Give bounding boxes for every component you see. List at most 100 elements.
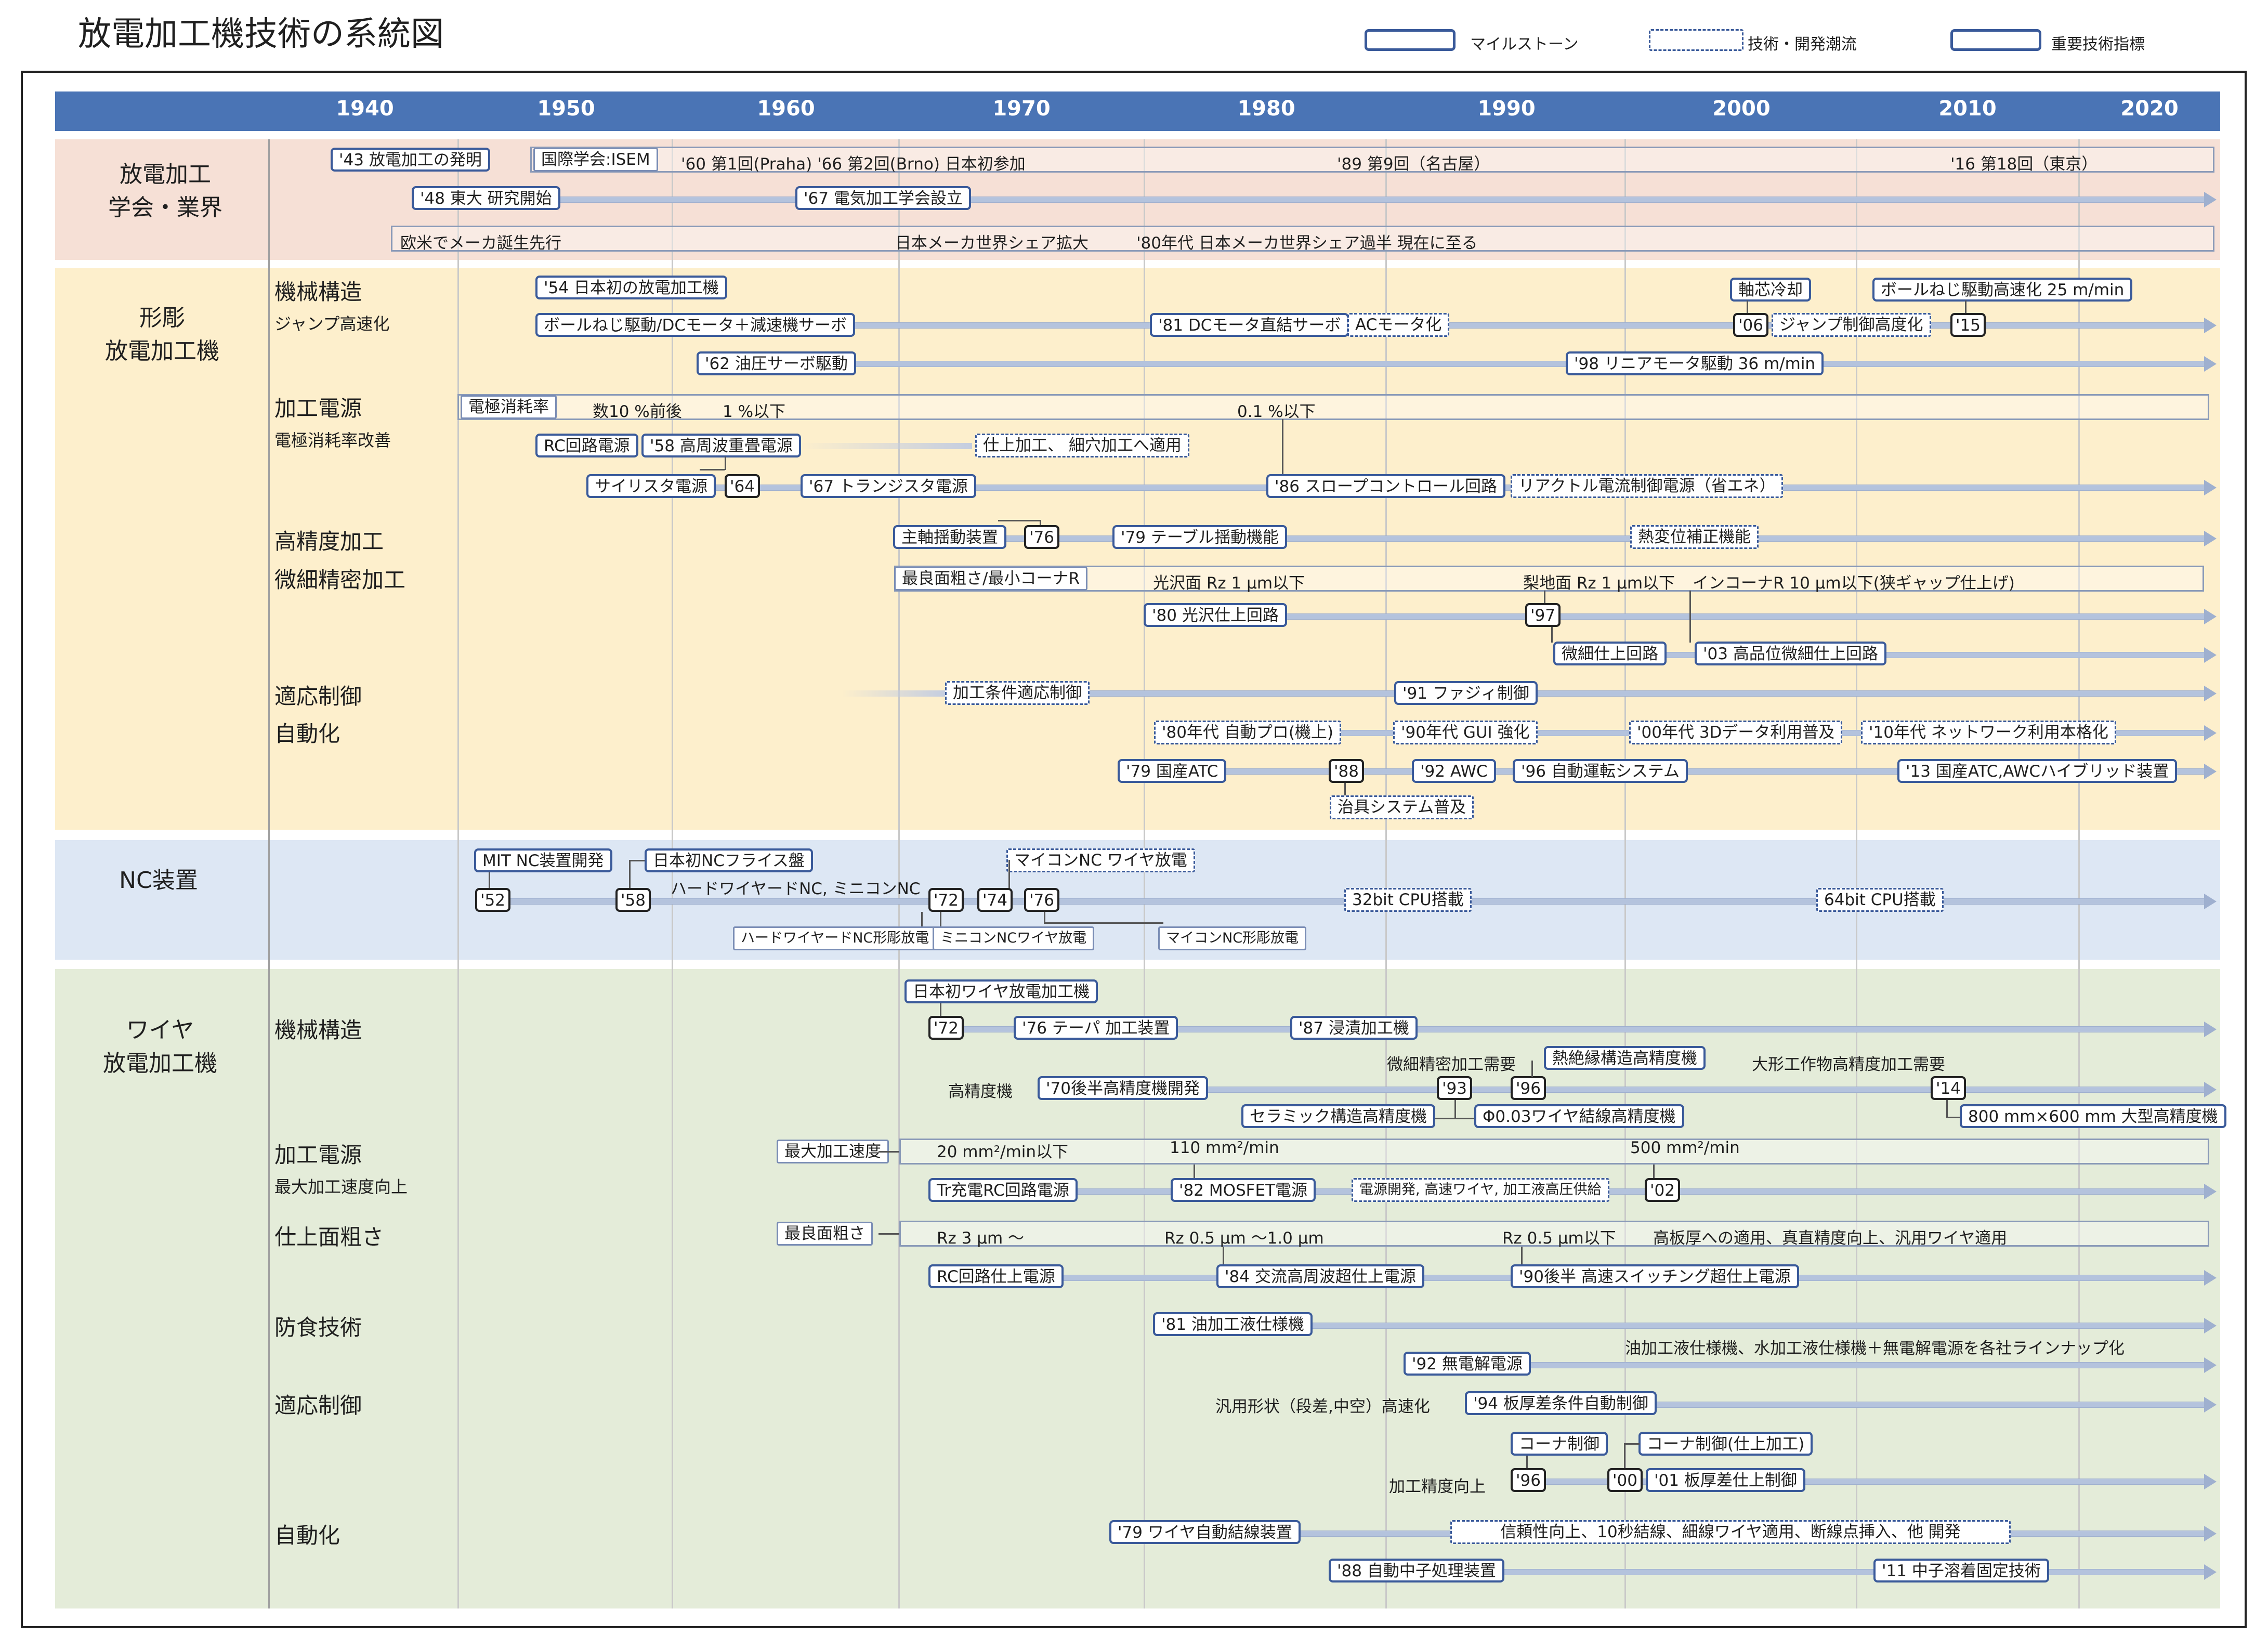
connector: [940, 912, 941, 928]
milestone-ballscrew-fast: ボールねじ駆動高速化 25 m/min: [1872, 278, 2133, 302]
legend-keytech-label: 重要技術指標: [2051, 35, 2145, 54]
milestone-dc-direct: '81 DCモータ直結サーボ: [1150, 313, 1349, 337]
trend-reactor-power: リアクトル電流制御電源（省エネ）: [1511, 474, 1784, 498]
milestone-shaft-cooling: 軸芯冷却: [1730, 278, 1811, 302]
trend-fade: [842, 690, 946, 697]
trend-32bit: 32bit CPU搭載: [1344, 888, 1472, 912]
connector: [1526, 1456, 1528, 1469]
connector: [1044, 912, 1045, 923]
trend-gui: '90年代 GUI 強化: [1393, 721, 1538, 744]
connector: [879, 1151, 899, 1153]
milestone-year: '72: [928, 888, 964, 912]
milestone-first-edm-jp: '54 日本初の放電加工機: [535, 276, 727, 299]
trend-fade: [801, 443, 972, 449]
wire-text: 大形工作物高精度加工需要: [1752, 1055, 1945, 1074]
decade-line: [2078, 139, 2080, 1608]
trend-threading-dev: 信頼性向上、10秒結線、細線ワイヤ適用、断線点挿入、他 開発: [1450, 1520, 2011, 1544]
milestone-todai: '48 東大 研究開始: [412, 186, 560, 210]
trend-thermal-comp: 熱変位補正機能: [1630, 525, 1759, 549]
roughness-text: Rz 0.5 μm以下: [1502, 1229, 1616, 1248]
isem-rail: [530, 147, 2214, 173]
milestone-year: '64: [725, 474, 760, 498]
milestone-hydraulic: '62 油圧サーボ駆動: [697, 351, 856, 375]
milestone-electroless: '92 無電解電源: [1404, 1352, 1531, 1376]
milestone-oil-fluid: '81 油加工液仕様機: [1153, 1312, 1313, 1336]
milestone-immersion: '87 浸漬加工機: [1290, 1016, 1418, 1040]
milestone-year: '76: [1024, 525, 1059, 549]
wire-text: 高精度機: [948, 1082, 1013, 1101]
connector: [1344, 783, 1346, 795]
milestone-year: '52: [475, 888, 510, 912]
max-speed-text: 20 mm²/min以下: [937, 1143, 1069, 1161]
trend-power-dev: 電源開発, 高速ワイヤ, 加工液高圧供給: [1352, 1178, 1609, 1202]
milestone-taper: '76 テーパ 加工装置: [1014, 1016, 1178, 1040]
decade-line: [1385, 139, 1387, 1608]
year-label: 1960: [757, 97, 815, 121]
nc-trend-text: ハードワイヤードNC, ミニコンNC: [671, 880, 921, 898]
sub-label: 適応制御: [274, 684, 362, 709]
category-separator: [268, 139, 270, 1608]
milestone-mosfet: '82 MOSFET電源: [1171, 1178, 1316, 1202]
year-label: 1980: [1237, 97, 1295, 121]
milestone-year: '96: [1511, 1468, 1546, 1492]
year-label: 1940: [336, 97, 394, 121]
timeline-arrow: [697, 356, 2217, 372]
category-society: 放電加工学会・業界: [108, 161, 222, 221]
legend-trend-label: 技術・開発潮流: [1748, 35, 1857, 54]
milestone-micro-finish: 微細仕上回路: [1553, 642, 1667, 665]
milestone-core-weld: '11 中子溶着固定技術: [1873, 1559, 2049, 1582]
decade-line: [1856, 139, 1857, 1608]
connector: [1454, 1118, 1475, 1119]
milestone-thyristor: サイリスタ電源: [586, 474, 716, 498]
sub-label: 微細精密加工: [274, 567, 406, 593]
adaptive-text: 加工精度向上: [1389, 1477, 1486, 1496]
decade-line: [457, 139, 459, 1608]
connector: [1194, 1165, 1195, 1178]
year-label: 1970: [992, 97, 1051, 121]
milestone-atc: '79 国産ATC: [1118, 759, 1227, 783]
connector: [1551, 627, 1553, 643]
connector: [1946, 1100, 1948, 1118]
connector: [1282, 419, 1283, 481]
milestone-spindle-orbit: 主軸揺動装置: [893, 525, 1006, 549]
milestone-table-orbit: '79 テーブル揺動機能: [1112, 525, 1287, 549]
max-speed-text: 500 mm²/min: [1630, 1139, 1740, 1157]
connector: [1965, 300, 1967, 314]
sub-label: 適応制御: [274, 1393, 362, 1418]
decade-line: [1624, 139, 1626, 1608]
milestone-rc-finish: RC回路仕上電源: [928, 1264, 1064, 1288]
year-label: 1950: [537, 97, 595, 121]
timeline-arrow: [447, 192, 2217, 207]
milestone-ballscrew-dc: ボールねじ駆動/DCモータ＋減速機サーボ: [535, 313, 855, 337]
trend-64bit: 64bit CPU搭載: [1816, 888, 1944, 912]
milestone-jump-control: ジャンプ制御高度化: [1772, 313, 1931, 337]
roughness-text: 高板厚への適用、真直精度向上、汎用ワイヤ適用: [1653, 1229, 2008, 1248]
sub-label: 機械構造: [274, 279, 362, 305]
timeline-arrow: [1404, 1357, 2217, 1373]
connector: [1521, 1247, 1523, 1266]
year-label: 2020: [2120, 97, 2179, 121]
connector: [1008, 860, 1010, 889]
milestone-ac-motor: ACモータ化: [1347, 313, 1450, 337]
roughness-text: Rz 0.5 μm 〜1.0 μm: [1164, 1229, 1324, 1248]
category-wire: ワイヤ放電加工機: [103, 1017, 217, 1077]
milestone-year: '58: [615, 888, 651, 912]
max-speed-text: 110 mm²/min: [1170, 1139, 1279, 1157]
roughness-label: 最良面粗さ/最小コーナR: [894, 567, 1087, 591]
milestone-corner-finish: コーナ制御(仕上加工): [1638, 1432, 1813, 1456]
year-label: 1990: [1477, 97, 1536, 121]
decade-line: [898, 139, 900, 1608]
roughness-text: インコーナR 10 μm以下(狭ギャップ仕上げ): [1693, 574, 2015, 593]
legend-milestone-swatch: [1365, 29, 1456, 51]
sub-label: 自動化: [274, 721, 340, 747]
wear-rate-text: 0.1 %以下: [1237, 402, 1316, 421]
wear-rate-label: 電極消耗率: [461, 395, 557, 419]
connector: [1747, 300, 1748, 314]
milestone-ceramic: セラミック構造高精度機: [1241, 1104, 1435, 1128]
milestone-year: '02: [1645, 1178, 1680, 1202]
industry-text: 日本メーカ世界シェア拡大: [895, 234, 1089, 253]
sub-label: 高精度加工: [274, 529, 384, 554]
isem-text: '60 第1回(Praha) '66 第2回(Brno) 日本初参加: [681, 155, 1026, 174]
wire-text: 微細精密加工需要: [1387, 1055, 1516, 1074]
milestone-thickness-finish: '01 板厚差仕上制御: [1646, 1468, 1805, 1492]
